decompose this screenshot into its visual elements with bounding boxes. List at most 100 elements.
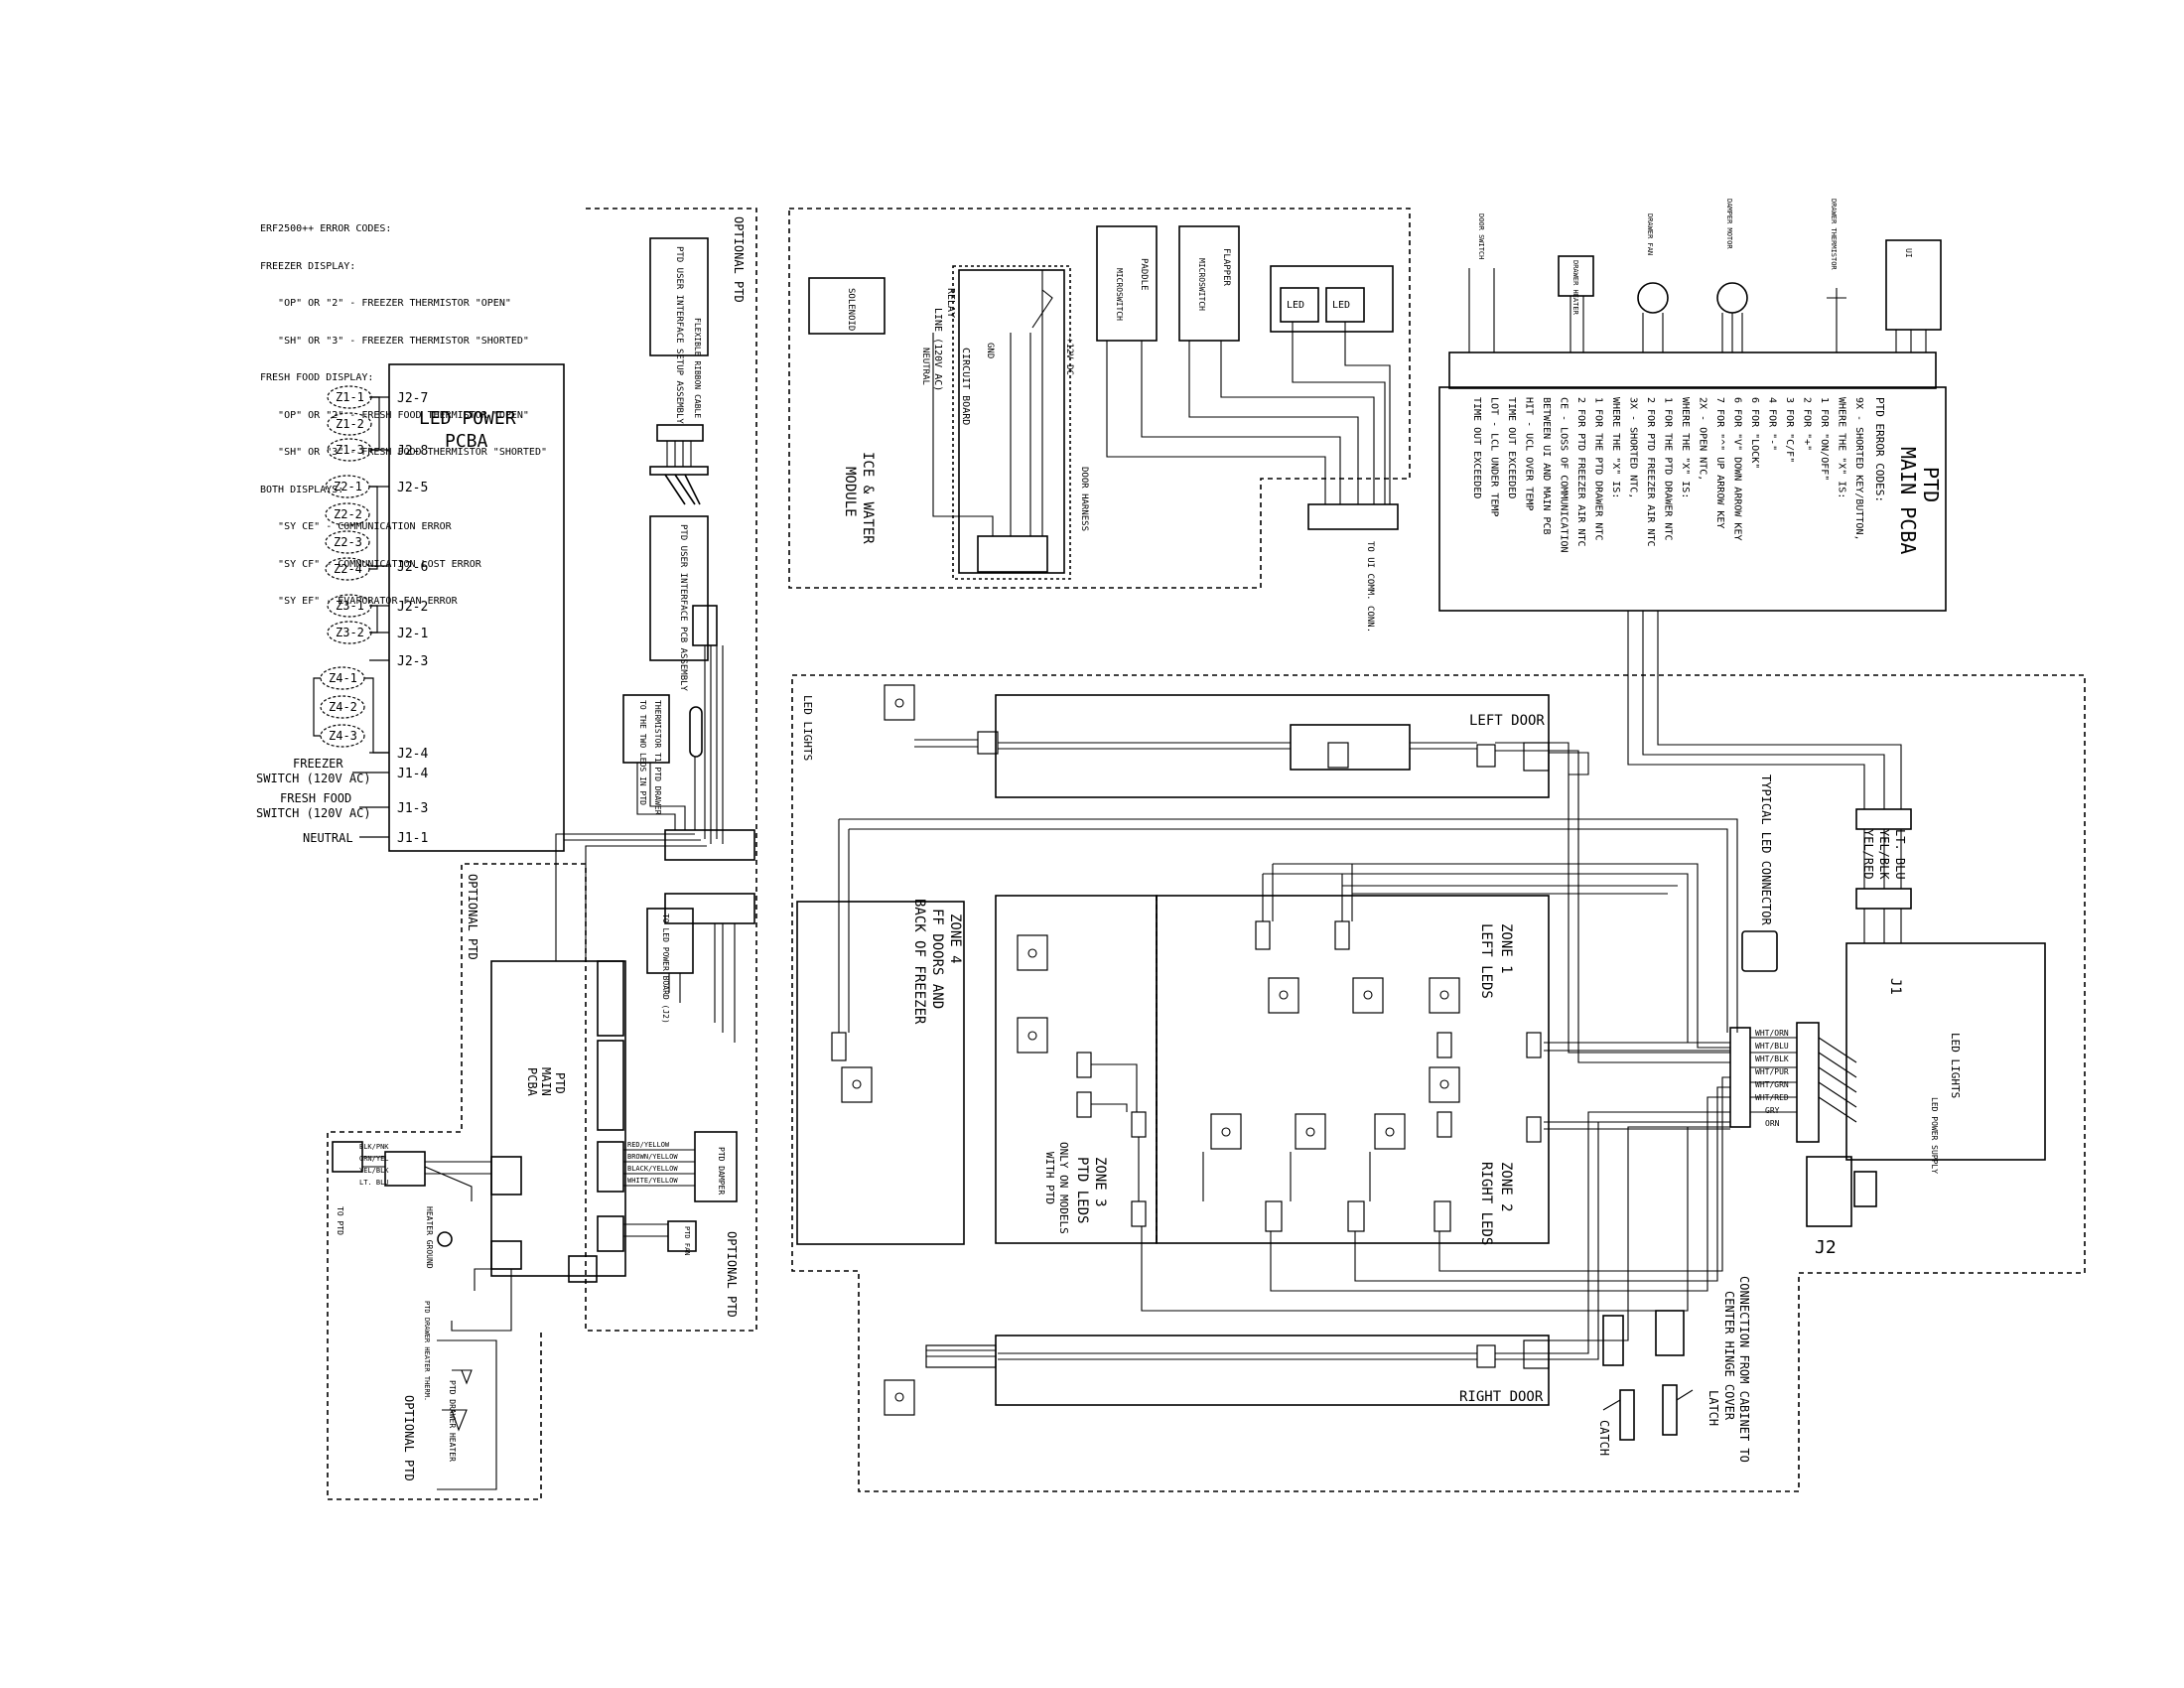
ptd-error-code-line: LOT - LCL UNDER TEMP: [1489, 397, 1500, 516]
yel-red-label: YEL/RED: [1861, 829, 1875, 880]
lt-blu-label: LT. BLU: [1893, 829, 1907, 880]
freezer-switch-label: FREEZER: [293, 757, 343, 771]
wire-j6: BLACK/YELLOW: [627, 1165, 678, 1173]
flapper-label: FLAPPER: [1221, 248, 1231, 287]
zone4c-label: BACK OF FREEZER: [911, 899, 927, 1025]
optional-ptd-label-2: OPTIONAL PTD: [466, 874, 479, 960]
pin-label: J1-3: [397, 801, 428, 816]
ptd-fan-label: PTD FAN: [683, 1226, 691, 1256]
fresh-switch-label: FRESH FOOD: [280, 791, 351, 805]
pin-label: J2-4: [397, 747, 428, 762]
zone-label: Z4-1: [329, 671, 357, 685]
drawer-fan-label: DRAWER FAN: [1646, 213, 1654, 255]
led-label-2: LED: [1332, 300, 1350, 311]
ice-water-title-2: MODULE: [842, 467, 858, 517]
zone-label: Z4-2: [329, 700, 357, 714]
microswitch-label-2: MICROSWITCH: [1197, 258, 1206, 311]
drawer-heater-label: DRAWER HEATER: [1571, 260, 1579, 316]
to-ui-comm-label: TO UI COMM. CONN.: [1365, 541, 1375, 633]
connection-label-2: CENTER HINGE COVER: [1722, 1291, 1736, 1421]
led-power-title: LED POWER: [419, 408, 516, 429]
led-circles: [852, 698, 1449, 1402]
zone3-label: ZONE 3: [1092, 1157, 1108, 1207]
zone2-label: ZONE 2: [1498, 1162, 1514, 1212]
ptd-error-code-line: 1 FOR THE PTD DRAWER NTC: [1663, 397, 1674, 541]
yel-blk-label: YEL/BLK: [1877, 829, 1891, 880]
ptd-error-code-line: 4 FOR "-": [1767, 397, 1778, 451]
zone3c-label: ONLY ON MODELS: [1057, 1142, 1070, 1234]
ptd-error-code-line: BETWEEN UI AND MAIN PCB: [1541, 397, 1552, 534]
ptd-ui-pcb-label: PTD USER INTERFACE PCB ASSEMBLY: [678, 524, 688, 692]
damper-motor-label: DAMPER MOTOR: [1725, 199, 1733, 249]
wire-label: WHT/GRN: [1755, 1080, 1789, 1089]
zone-label: Z3-1: [336, 599, 364, 613]
to-led-power-label: TO LED POWER BOARD (J2): [661, 914, 670, 1024]
wire-j3: BLK/PNK: [359, 1143, 389, 1151]
wire-label: WHT/BLK: [1755, 1055, 1789, 1063]
zone-label: Z1-3: [336, 443, 364, 457]
heater-ground-label: HEATER GROUND: [425, 1206, 434, 1269]
optional-ptd-label-3: OPTIONAL PTD: [725, 1231, 739, 1318]
ptd-error-code-line: 7 FOR "^" UP ARROW KEY: [1714, 397, 1725, 528]
ptd-ui-setup-label: PTD USER INTERFACE SETUP ASSEMBLY: [674, 246, 684, 424]
pin-label: J2-6: [397, 560, 428, 575]
wire-j3: LT. BLU: [359, 1179, 389, 1187]
freezer-switch-label-2: SWITCH (120V AC): [256, 772, 371, 785]
to-two-leds-label: TO THE TWO LEDS IN PTD: [638, 700, 647, 805]
ice-water-module-outline: [788, 208, 1411, 589]
ptd-error-code-line: CE - LOSS OF COMMUNICATION: [1559, 397, 1570, 553]
ptd-error-code-line: TIME OUT EXCEEDED: [1506, 397, 1517, 498]
pin-label: J2-3: [397, 654, 428, 669]
wire-j6: RED/YELLOW: [627, 1141, 670, 1149]
ptd-error-code-line: 6 FOR "LOCK": [1749, 397, 1760, 469]
zone3d-label: WITH PTD: [1043, 1152, 1056, 1204]
ptd-error-code-line: 2 FOR "+": [1802, 397, 1813, 451]
led-label: LED: [1287, 300, 1304, 311]
zone1b-label: LEFT LEDS: [1478, 923, 1494, 999]
optional-ptd-outline-1: [327, 208, 757, 1500]
wire-label: WHT/PUR: [1755, 1067, 1789, 1076]
ice-water-title: ICE & WATER: [860, 452, 876, 544]
zone-label: Z1-1: [336, 390, 364, 404]
ptd-main-lower-title: PTD: [553, 1072, 567, 1094]
led-power-pcba-box: [388, 363, 565, 852]
error-codes-title: ERF2500++ ERROR CODES:: [260, 223, 392, 234]
fresh-switch-label-2: SWITCH (120V AC): [256, 806, 371, 820]
zone-label: Z2-3: [334, 535, 362, 549]
led-lights-outline: [791, 674, 2086, 1492]
ptd-error-code-line: TIME OUT EXCEEDED: [1471, 397, 1482, 498]
zone3b-label: PTD LEDS: [1074, 1157, 1090, 1223]
led-power-supply-label: LED POWER SUPPLY: [1930, 1097, 1939, 1174]
gnd-label: GND: [985, 343, 995, 358]
ptd-error-codes: 9X - SHORTED KEY/BUTTON, WHERE THE "X" I…: [1471, 397, 1864, 553]
thermistor-label: THERMISTOR T1 PTD DRAWER: [653, 700, 662, 815]
ui-label: UI: [1904, 248, 1913, 258]
ptd-error-code-line: WHERE THE "X" IS:: [1680, 397, 1691, 498]
zone-label: Z1-2: [336, 417, 364, 431]
ptd-error-code-line: 1 FOR "ON/OFF": [1819, 397, 1830, 481]
zone-label: Z3-2: [336, 626, 364, 639]
error-line: BOTH DISPLAYS:: [260, 484, 344, 495]
ptd-main-pcba-lower: [490, 960, 626, 1277]
typical-connector-label: TYPICAL LED CONNECTOR: [1759, 774, 1773, 925]
v12-label: +12V DC: [1064, 338, 1074, 375]
heater-therm-label: PTD DRAWER HEATER THERM.: [423, 1301, 431, 1401]
wire-j6: WHITE/YELLOW: [627, 1177, 678, 1185]
pin-label: J1-4: [397, 767, 428, 781]
wire-label: GRY: [1765, 1106, 1780, 1115]
pin-label: J2-2: [397, 600, 428, 615]
pin-label: J2-1: [397, 627, 428, 641]
zone2b-label: RIGHT LEDS: [1478, 1162, 1494, 1245]
wire-label: WHT/ORN: [1755, 1029, 1789, 1038]
drawer-heater-lower-label: PTD DRAWER HEATER: [448, 1380, 457, 1462]
pin-label: J2-8: [397, 444, 428, 459]
ptd-error-code-line: HIT - UCL OVER TEMP: [1524, 397, 1535, 510]
ribbon-label: FLEXIBLE RIBBON CABLE: [693, 318, 702, 418]
led-lights-label-2: LED LIGHTS: [1949, 1033, 1962, 1098]
zone4b-label: FF DOORS AND: [929, 909, 945, 1009]
pin-label: J2-7: [397, 391, 428, 406]
zone-label: Z2-4: [334, 562, 362, 576]
ptd-error-code-line: 2 FOR PTD FREEZER AIR NTC: [1645, 397, 1656, 547]
connection-label: CONNECTION FROM CABINET TO: [1737, 1276, 1751, 1463]
optional-ptd-label-4: OPTIONAL PTD: [402, 1395, 416, 1481]
